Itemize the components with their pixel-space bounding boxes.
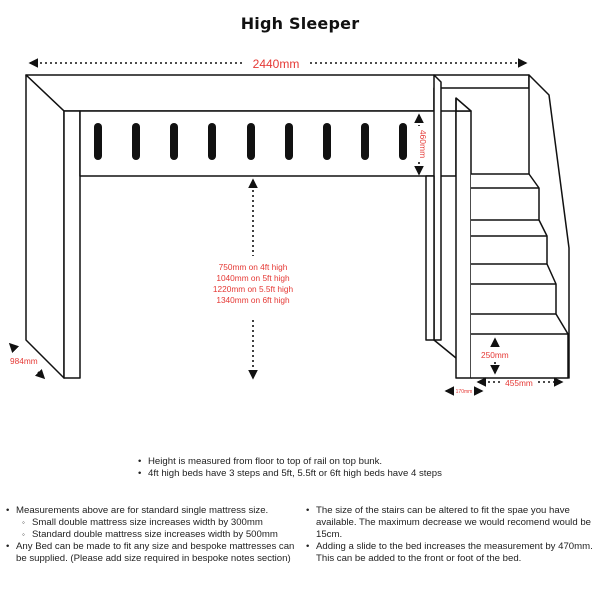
right-notes: The size of the stairs can be altered to… <box>306 505 596 565</box>
dimension-lines <box>8 58 564 396</box>
left-front-leg <box>63 110 81 379</box>
center-notes: Height is measured from floor to top of … <box>138 456 518 480</box>
note-bespoke: Any Bed can be made to fit any size and … <box>6 541 304 565</box>
top-panel <box>25 74 530 112</box>
right-front-leg <box>455 110 472 379</box>
left-end-panel <box>25 74 65 379</box>
back-right-post <box>433 74 442 341</box>
rail-slots <box>94 123 407 160</box>
left-notes: Measurements above are for standard sing… <box>6 505 304 565</box>
step-gap-label: 170mm <box>456 389 473 395</box>
note-steps: 4ft high beds have 3 steps and 5ft, 5.5f… <box>138 468 518 480</box>
stair-width-label: 455mm <box>505 378 533 388</box>
bed-frame <box>25 74 570 379</box>
dimension-labels: 2440mm 460mm 750mm on 4ft high 1040mm on… <box>10 57 533 395</box>
page-title: High Sleeper <box>240 14 360 33</box>
height-label-5-5ft: 1220mm on 5.5ft high <box>213 284 294 294</box>
height-label-5ft: 1040mm on 5ft high <box>216 273 290 283</box>
depth-dimension-line <box>8 342 20 354</box>
mattress-size-sublist: Small double mattress size increases wid… <box>16 517 304 541</box>
right-inner-panel <box>425 175 435 341</box>
depth-label: 984mm <box>10 356 38 366</box>
high-sleeper-diagram: 2440mm 460mm 750mm on 4ft high 1040mm on… <box>8 57 570 396</box>
note-stairs-size: The size of the stairs can be altered to… <box>306 505 596 541</box>
note-standard-double: Standard double mattress size increases … <box>22 529 304 541</box>
note-slide: Adding a slide to the bed increases the … <box>306 541 596 565</box>
height-label-6ft: 1340mm on 6ft high <box>216 295 290 305</box>
rail-height-label: 460mm <box>418 130 428 158</box>
width-label: 2440mm <box>253 57 300 71</box>
height-label-4ft: 750mm on 4ft high <box>219 262 288 272</box>
note-height-measured: Height is measured from floor to top of … <box>138 456 518 468</box>
note-standard-single: Measurements above are for standard sing… <box>6 505 304 541</box>
note-small-double: Small double mattress size increases wid… <box>22 517 304 529</box>
note-standard-single-text: Measurements above are for standard sing… <box>16 505 269 516</box>
step-height-label: 250mm <box>481 350 509 360</box>
